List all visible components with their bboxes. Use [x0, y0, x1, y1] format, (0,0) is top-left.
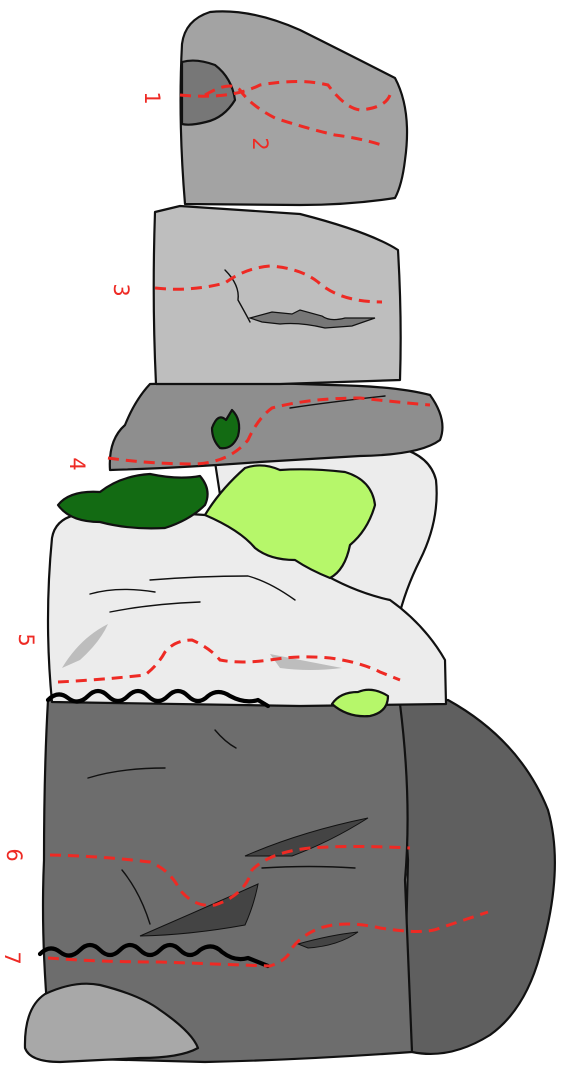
- route-number-2: 2: [248, 137, 272, 150]
- route-number-7: 7: [0, 951, 24, 964]
- rock-right-boulder: [398, 700, 555, 1054]
- route-number-6: 6: [2, 848, 26, 861]
- route-number-4: 4: [65, 457, 89, 470]
- moss-patch-dark-large: [58, 474, 208, 528]
- route-number-3: 3: [109, 283, 133, 296]
- route-number-1: 1: [140, 91, 164, 104]
- route-number-5: 5: [14, 633, 38, 646]
- rock-block-middle: [154, 206, 401, 384]
